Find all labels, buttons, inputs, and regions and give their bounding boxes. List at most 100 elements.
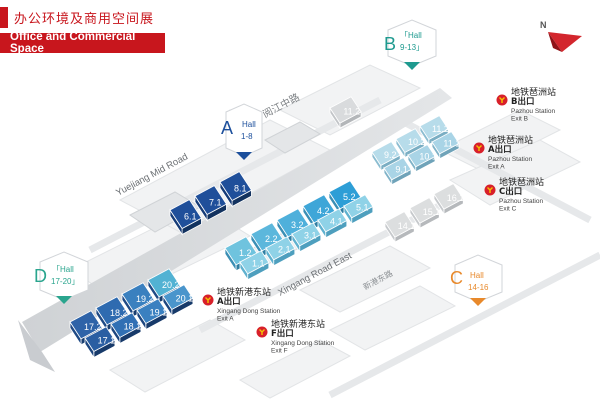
hall-6.1[interactable]: 6.1 bbox=[169, 199, 203, 236]
hall-marker-b[interactable]: B 「Hall 9-13」 bbox=[384, 19, 437, 70]
hall-5.1[interactable]: 5.1 bbox=[343, 194, 374, 226]
hall-17.1[interactable]: 17.1 bbox=[84, 326, 116, 359]
hall-marker-c[interactable]: C Hall 14-16 bbox=[450, 254, 503, 306]
hall-number-label: 20.2 bbox=[162, 280, 180, 290]
station-en1-text: Xingang Dong Station bbox=[271, 340, 335, 347]
hall-3.1[interactable]: 3.1 bbox=[291, 222, 322, 254]
hall-18.1[interactable]: 18.1 bbox=[110, 312, 142, 345]
hall-number-label: 1.1 bbox=[252, 258, 265, 268]
hall-number-label: 18.2 bbox=[110, 308, 128, 318]
hall-group-c: 14.1 15.1 16.1 bbox=[384, 183, 465, 244]
hall-number-label: 5.2 bbox=[343, 192, 356, 202]
station-en1-text: Xingang Dong Station bbox=[217, 308, 281, 315]
hall-number-label: 7.1 bbox=[209, 197, 222, 207]
hall-number-label: 1.2 bbox=[239, 248, 252, 258]
hall-number-label: 15.1 bbox=[423, 207, 441, 217]
hall-number-label: 17.2 bbox=[84, 322, 102, 332]
hall-group-d: 17.2 18.2 19.2 20.2 17.1 18.1 19.1 20.1 bbox=[69, 268, 194, 359]
station-en2-text: Exit A bbox=[488, 164, 505, 171]
hall-4.1[interactable]: 4.1 bbox=[317, 208, 348, 240]
hall-group-a-cyan: 1.2 2.2 3.2 4.2 5.2 1.1 2.1 3.1 4.1 5.1 bbox=[224, 180, 374, 282]
hall-2.1[interactable]: 2.1 bbox=[265, 236, 296, 268]
station-exit-text: B出口 bbox=[511, 96, 534, 107]
hall-number-label: 3.1 bbox=[304, 230, 317, 240]
hall-number-label: 19.1 bbox=[150, 307, 168, 317]
header-title-cn-box: 办公环境及商用空间展 bbox=[0, 7, 210, 28]
hall-b-mid-0[interactable]: 9.2 bbox=[371, 141, 401, 172]
hall-b-low-2[interactable]: 11.1 bbox=[431, 131, 460, 161]
station-cn-text: 地铁琶洲站 bbox=[499, 176, 544, 188]
hall-d-line1: 「Hall bbox=[52, 265, 74, 274]
hall-number-label: 6.1 bbox=[184, 211, 197, 221]
hall-number-label: 9.2 bbox=[384, 150, 397, 160]
header-accent-bar bbox=[0, 7, 8, 28]
hall-group-b: 9.210.2 11.2 9.1 10.1 11.1 11.2 bbox=[329, 96, 460, 187]
hall-d-line2: 17-20」 bbox=[51, 277, 79, 286]
hall-b-low-0[interactable]: 9.1 bbox=[383, 157, 412, 187]
station-en2-text: Exit A bbox=[217, 316, 234, 323]
hall-b-letter: B bbox=[384, 34, 396, 54]
hall-number-label: 11.2 bbox=[343, 107, 360, 117]
header-title-en: Office and Commercial Space bbox=[10, 31, 136, 55]
hall-marker-d[interactable]: D 「Hall 17-20」 bbox=[34, 251, 89, 304]
hall-b-mid-1[interactable]: 10.2 bbox=[395, 128, 426, 159]
hall-20.1[interactable]: 20.1 bbox=[162, 284, 194, 317]
station-exit-text: F出口 bbox=[271, 328, 294, 339]
hall-number-label: 8.1 bbox=[234, 183, 247, 193]
hall-20.2[interactable]: 20.2 bbox=[147, 268, 181, 305]
header-title-cn: 办公环境及商用空间展 bbox=[14, 12, 155, 27]
main-walkway bbox=[22, 88, 452, 352]
hall-7.1[interactable]: 7.1 bbox=[194, 185, 228, 222]
hall-c-1[interactable]: 15.1 bbox=[409, 197, 441, 230]
hall-a-line1: Hall bbox=[242, 120, 256, 129]
hall-b-upper[interactable]: 11.2 bbox=[329, 96, 362, 130]
station-en2-text: Exit F bbox=[271, 348, 288, 355]
hall-19.1[interactable]: 19.1 bbox=[136, 298, 168, 331]
station-exit-text: A出口 bbox=[217, 296, 241, 307]
hall-number-label: 11.2 bbox=[432, 124, 449, 134]
hall-number-label: 10.1 bbox=[419, 152, 437, 162]
hall-1.1[interactable]: 1.1 bbox=[239, 250, 270, 282]
hall-8.1[interactable]: 8.1 bbox=[219, 171, 253, 208]
hall-number-label: 19.2 bbox=[136, 294, 154, 304]
hall-a-line2: 1-8 bbox=[241, 132, 253, 141]
station-en1-text: Pazhou Station bbox=[499, 198, 543, 205]
hall-marker-a[interactable]: A Hall 1-8 bbox=[221, 103, 263, 160]
hall-b-line1: 「Hall bbox=[400, 31, 422, 40]
hall-number-label: 9.1 bbox=[395, 165, 408, 175]
hall-number-label: 5.1 bbox=[356, 202, 369, 212]
hall-c-letter: C bbox=[450, 268, 463, 288]
compass: N bbox=[540, 20, 582, 52]
hall-number-label: 2.1 bbox=[278, 244, 291, 254]
header-title-en-box: Office and Commercial Space bbox=[0, 31, 165, 55]
hall-number-label: 4.1 bbox=[330, 216, 343, 226]
hall-group-a-upper: 6.1 7.1 8.1 bbox=[169, 171, 253, 236]
hall-number-label: 20.1 bbox=[176, 293, 194, 303]
station-exit-text: A出口 bbox=[488, 144, 512, 155]
hall-c-0[interactable]: 14.1 bbox=[384, 211, 416, 244]
hall-number-label: 4.2 bbox=[317, 206, 330, 216]
hall-a-letter: A bbox=[221, 118, 233, 138]
hall-c-2[interactable]: 16.1 bbox=[433, 183, 465, 216]
hall-b-mid-2[interactable]: 11.2 bbox=[419, 115, 449, 146]
station-cn-text: 地铁琶洲站 bbox=[488, 134, 533, 146]
hall-number-label: 11.1 bbox=[443, 139, 460, 149]
hall-number-label: 18.1 bbox=[124, 321, 142, 331]
hall-b-low-1[interactable]: 10.1 bbox=[407, 144, 437, 174]
walkway-end bbox=[18, 320, 55, 372]
hall-c-line1: Hall bbox=[470, 271, 484, 280]
hall-number-label: 16.1 bbox=[447, 193, 465, 203]
station-en2-text: Exit B bbox=[511, 116, 528, 123]
hall-number-label: 2.2 bbox=[265, 234, 278, 244]
station-en1-text: Pazhou Station bbox=[488, 156, 532, 163]
hall-b-line2: 9-13」 bbox=[400, 43, 424, 52]
hall-number-label: 3.2 bbox=[291, 220, 304, 230]
hall-number-label: 14.1 bbox=[398, 221, 416, 231]
